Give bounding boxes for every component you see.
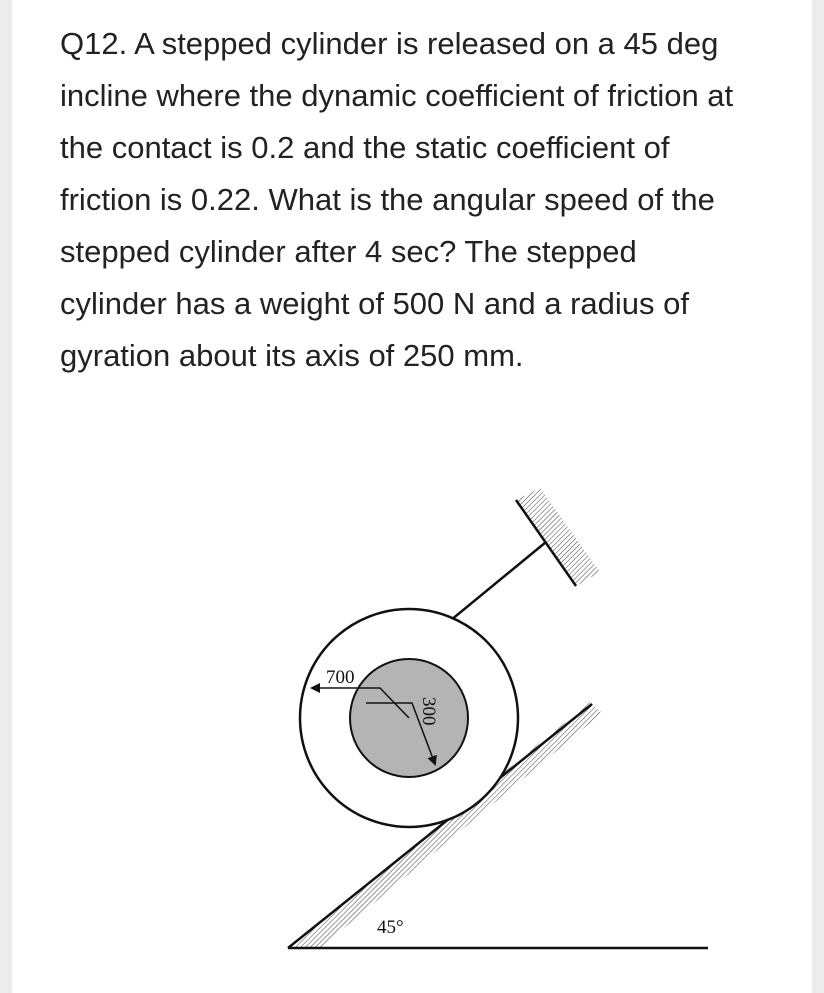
question-text: Q12. A stepped cylinder is released on a… [60, 26, 734, 373]
support-wall [514, 488, 600, 587]
incline-surface [287, 702, 602, 949]
inner-radius-dimension: 300 [366, 697, 439, 766]
angle-label: 45° [377, 917, 404, 938]
outer-radius-dimension: 700 [310, 667, 410, 719]
outer-dimension-label: 700 [326, 667, 355, 688]
inner-dimension-label: 300 [418, 697, 439, 726]
